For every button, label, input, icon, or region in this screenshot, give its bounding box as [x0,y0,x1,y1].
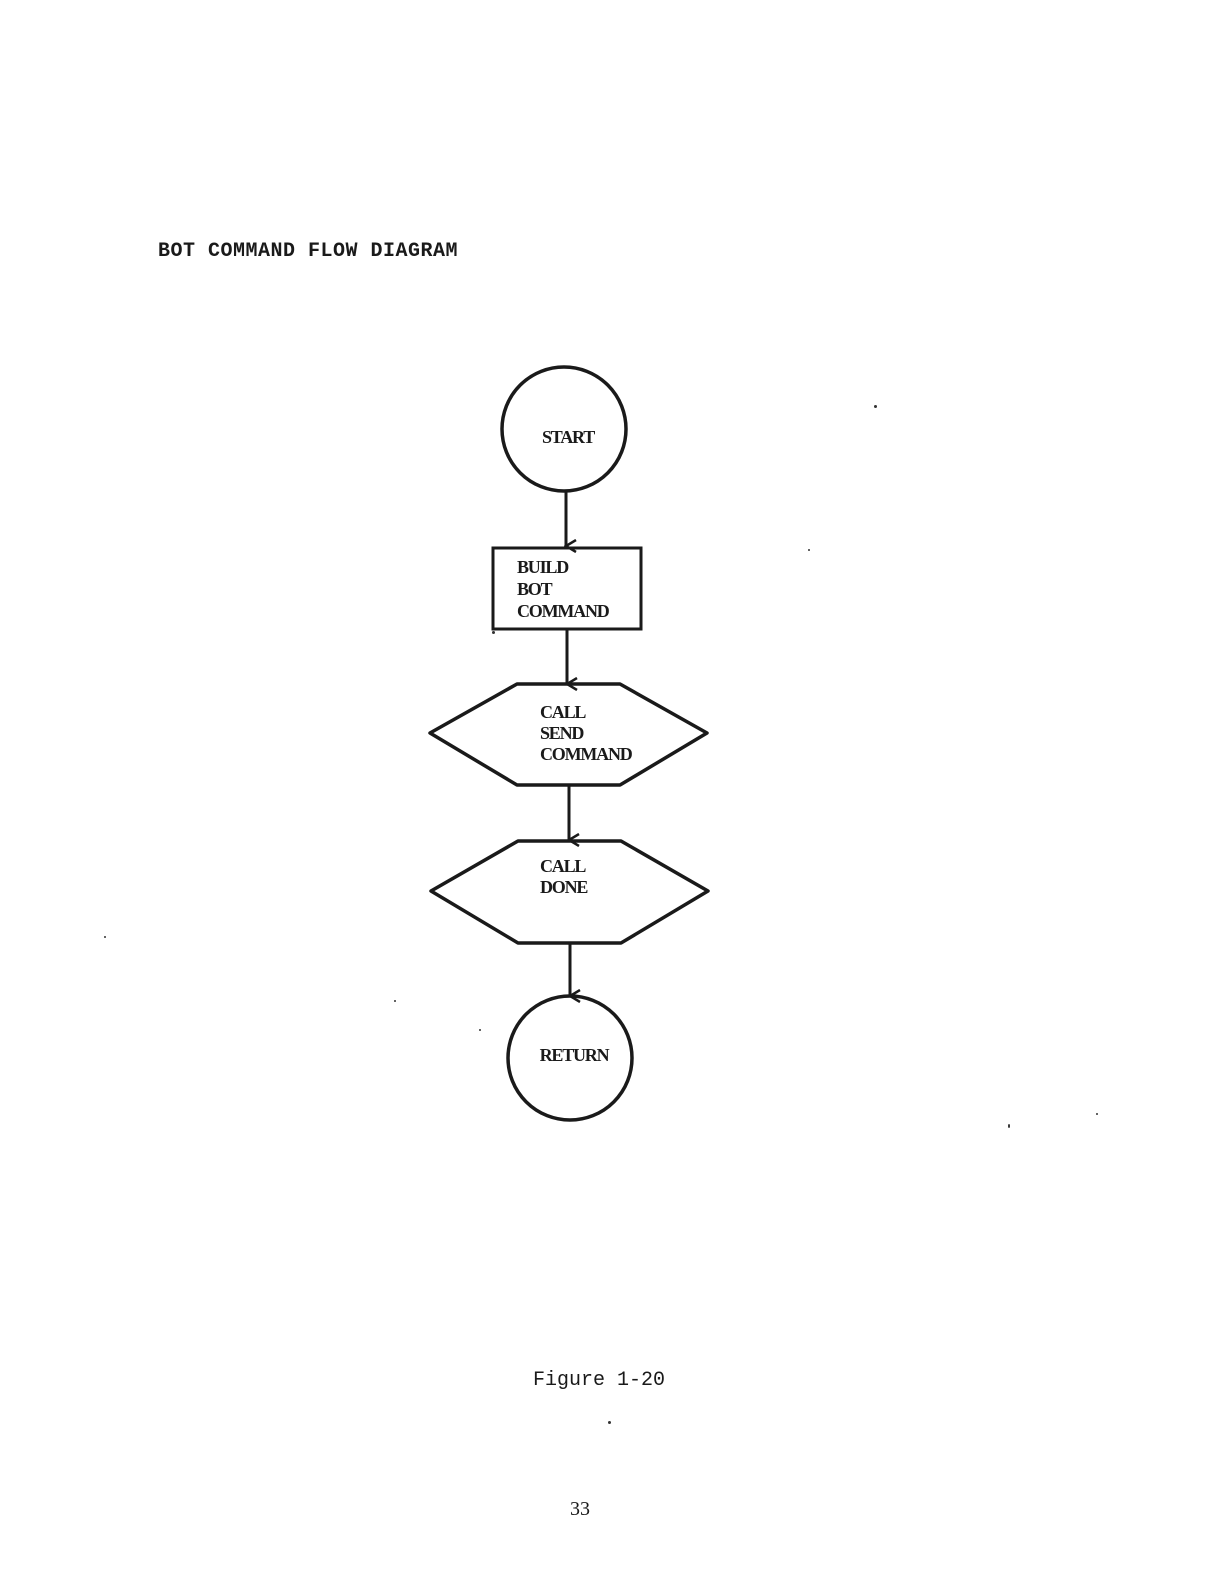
return-node: RETURN [506,994,634,1122]
figure-caption: Figure 1-20 [533,1369,666,1392]
start-node: START [500,365,628,493]
build-line-3: COMMAND [517,601,610,621]
send-line-3: COMMAND [540,744,633,764]
done-node: CALL DONE [429,839,710,945]
return-label: RETURN [540,1045,610,1065]
page-number: 33 [570,1498,590,1520]
send-line-1: CALL [540,702,586,722]
scan-speck [479,1029,481,1031]
done-line-2: DONE [540,877,588,897]
scan-speck [1096,1113,1098,1115]
scan-speck [394,1000,396,1002]
scan-speck [608,1421,611,1424]
done-line-1: CALL [540,856,586,876]
scan-speck [492,631,495,634]
build-command-node: BUILD BOT COMMAND [491,546,643,631]
send-command-node: CALL SEND COMMAND [428,682,709,787]
diagram-heading: BOT COMMAND FLOW DIAGRAM [158,240,459,263]
scan-speck [808,549,810,551]
scan-speck [874,405,877,408]
start-label: START [542,427,595,447]
scan-speck [104,936,106,938]
build-line-2: BOT [517,579,553,599]
send-line-2: SEND [540,723,584,743]
build-line-1: BUILD [517,557,569,577]
scan-speck [1008,1124,1010,1128]
